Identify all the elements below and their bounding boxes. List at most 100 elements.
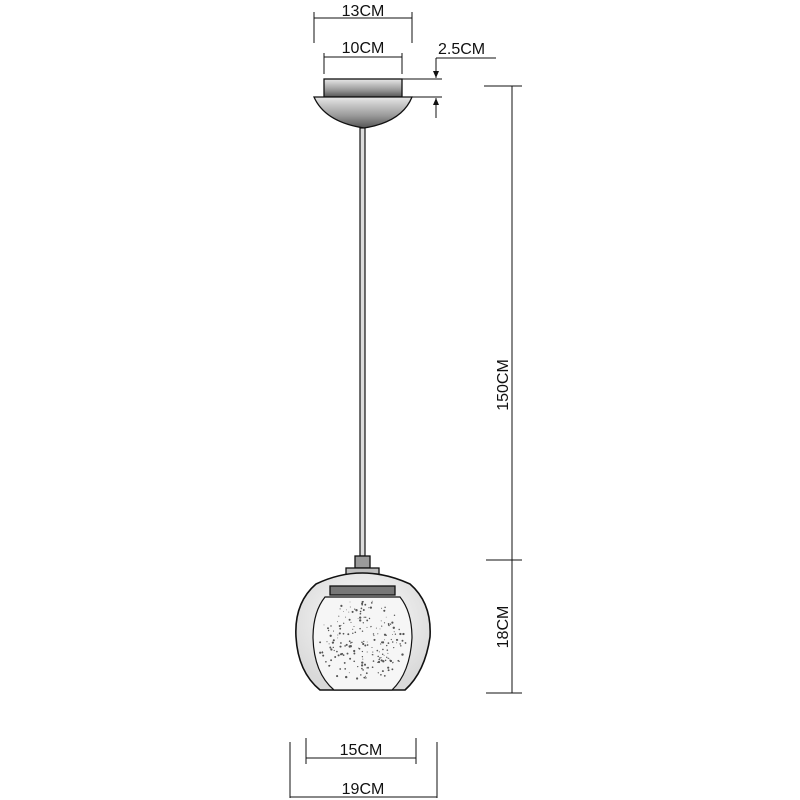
crackle-speck bbox=[383, 622, 386, 624]
crackle-speck bbox=[366, 626, 368, 628]
crackle-speck bbox=[364, 603, 367, 606]
crackle-speck bbox=[348, 640, 351, 643]
label-inner-shade-width: 15CM bbox=[340, 742, 383, 759]
crackle-speck bbox=[365, 677, 367, 679]
crackle-speck bbox=[368, 607, 370, 609]
crackle-speck bbox=[369, 606, 372, 609]
crackle-speck bbox=[340, 604, 343, 608]
crackle-speck bbox=[383, 609, 386, 612]
crackle-speck bbox=[384, 659, 387, 662]
crackle-speck bbox=[389, 623, 392, 625]
crackle-speck bbox=[388, 657, 390, 659]
crackle-speck bbox=[364, 644, 367, 647]
crackle-speck bbox=[349, 657, 352, 660]
crackle-speck bbox=[339, 653, 343, 656]
crackle-speck bbox=[328, 664, 331, 667]
crackle-speck bbox=[377, 655, 379, 658]
crackle-speck bbox=[379, 628, 381, 630]
crackle-speck bbox=[339, 668, 342, 670]
crackle-speck bbox=[382, 660, 385, 663]
crackle-speck bbox=[359, 610, 362, 613]
crackle-speck bbox=[338, 632, 341, 635]
crackle-speck bbox=[377, 672, 379, 674]
crackle-speck bbox=[345, 643, 348, 646]
crackle-speck bbox=[340, 624, 342, 626]
label-outer-shade-width: 19CM bbox=[342, 781, 385, 798]
crackle-speck bbox=[366, 667, 368, 669]
crackle-speck bbox=[352, 628, 354, 630]
crackle-speck bbox=[362, 669, 364, 671]
crackle-speck bbox=[345, 616, 347, 618]
crackle-speck bbox=[386, 644, 388, 647]
crackle-speck bbox=[377, 633, 379, 635]
crackle-speck bbox=[371, 600, 373, 602]
crackle-speck bbox=[330, 648, 333, 651]
crackle-speck bbox=[351, 610, 354, 613]
label-canopy-outer-width: 13CM bbox=[342, 3, 385, 20]
crackle-speck bbox=[383, 654, 385, 656]
crackle-speck bbox=[346, 609, 348, 611]
crackle-speck bbox=[392, 662, 394, 664]
crackle-speck bbox=[350, 642, 352, 644]
crackle-speck bbox=[349, 606, 351, 608]
crackle-speck bbox=[357, 618, 359, 619]
dim-outer-shade-width bbox=[289, 742, 438, 798]
crackle-speck bbox=[361, 650, 364, 653]
crackle-speck bbox=[332, 639, 335, 642]
crackle-speck bbox=[373, 654, 375, 656]
crackle-speck bbox=[380, 657, 382, 659]
dim-inner-shade-width bbox=[305, 738, 417, 764]
crackle-speck bbox=[331, 641, 334, 644]
crackle-speck bbox=[358, 647, 361, 650]
crackle-speck bbox=[321, 651, 324, 654]
crackle-speck bbox=[386, 649, 389, 651]
crackle-speck bbox=[398, 628, 400, 631]
crackle-speck bbox=[384, 606, 386, 609]
crackle-speck bbox=[380, 643, 382, 645]
crackle-speck bbox=[390, 638, 392, 641]
crackle-speck bbox=[329, 634, 332, 637]
crackle-speck bbox=[344, 668, 347, 670]
crackle-speck bbox=[359, 612, 362, 615]
crackle-speck bbox=[381, 653, 384, 655]
canopy bbox=[313, 78, 413, 129]
crackle-speck bbox=[361, 630, 364, 632]
crackle-speck bbox=[348, 618, 351, 621]
dim-canopy-inner-width bbox=[323, 53, 403, 74]
crackle-speck bbox=[387, 666, 390, 669]
crackle-speck bbox=[332, 630, 335, 632]
crackle-speck bbox=[401, 653, 404, 656]
crackle-speck bbox=[393, 646, 395, 649]
crackle-speck bbox=[387, 669, 390, 672]
crackle-speck bbox=[361, 602, 364, 605]
crackle-speck bbox=[363, 640, 365, 643]
crackle-speck bbox=[337, 634, 339, 636]
crackle-speck bbox=[382, 648, 384, 651]
crackle-speck bbox=[372, 633, 375, 635]
crackle-speck bbox=[334, 656, 337, 658]
crackle-speck bbox=[336, 650, 338, 653]
crackle-speck bbox=[364, 664, 366, 666]
crackle-speck bbox=[332, 646, 334, 649]
label-canopy-height: 2.5CM bbox=[438, 41, 485, 58]
dim-canopy-height bbox=[402, 57, 496, 118]
crackle-speck bbox=[371, 654, 374, 656]
crackle-speck bbox=[360, 674, 362, 676]
crackle-speck bbox=[325, 660, 327, 663]
crackle-speck bbox=[347, 633, 350, 636]
crackle-speck bbox=[338, 615, 340, 617]
crackle-speck bbox=[345, 675, 348, 679]
crackle-speck bbox=[333, 649, 335, 652]
crackle-speck bbox=[372, 651, 374, 653]
crackle-speck bbox=[329, 646, 332, 649]
crackle-speck bbox=[377, 660, 381, 664]
dim-shade-height bbox=[486, 560, 522, 694]
crackle-speck bbox=[358, 647, 359, 649]
crackle-texture bbox=[319, 600, 407, 680]
crackle-speck bbox=[346, 652, 349, 655]
crackle-speck bbox=[354, 631, 357, 634]
crackle-speck bbox=[391, 621, 394, 624]
crackle-speck bbox=[337, 654, 340, 657]
crackle-speck bbox=[362, 608, 365, 612]
